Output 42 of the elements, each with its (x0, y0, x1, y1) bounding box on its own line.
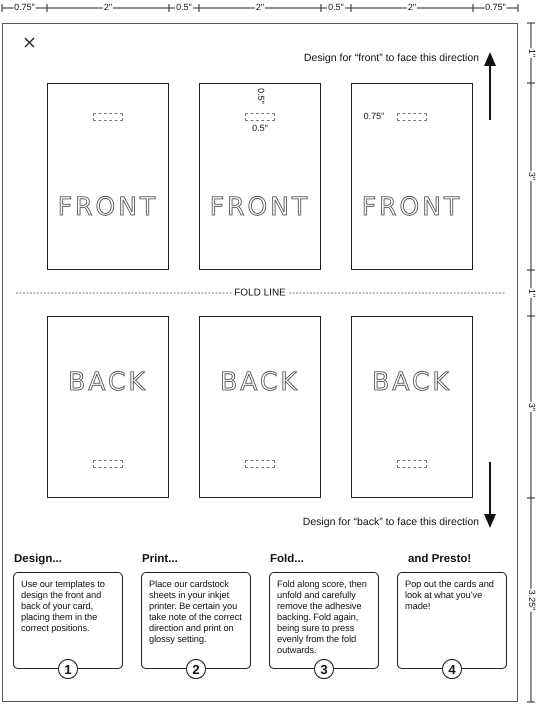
back-card-template (47, 316, 169, 498)
step-text: Place our cardstock sheets in your inkjet printer. Be certain you take note of the correct direction and print on glossy setting. (149, 579, 243, 645)
dimension-label: 0.75" (13, 3, 36, 13)
dimension-label: 3" (526, 170, 536, 182)
card-side-label: FRONT (208, 192, 312, 221)
direction-note: Design for “back” to face this direction (302, 516, 479, 528)
dimension-label: 2" (406, 3, 418, 13)
dimension-label: 1" (526, 288, 536, 298)
fold-line-label: FOLD LINE (233, 288, 287, 298)
dimension-label: 0.5" (255, 87, 265, 105)
card-side-label: BACK (67, 367, 149, 396)
step-text: Use our templates to design the front and back of your card, placing them in the correct positions. (21, 579, 106, 634)
dimension-label: 0.5" (175, 3, 193, 13)
dimension-label: 0.5" (251, 124, 269, 134)
dimension-label: 1" (526, 48, 536, 58)
dimension-label: 3.25" (526, 588, 536, 612)
front-card-template (351, 83, 473, 270)
dimension-label: 3" (526, 402, 536, 412)
step-heading: Print... (142, 553, 178, 565)
front-card-template (47, 83, 169, 270)
step-number: 3 (314, 659, 334, 679)
step-heading: Fold... (270, 553, 304, 565)
step-heading: Design... (14, 553, 62, 565)
dimension-label: 2" (254, 3, 266, 13)
dimension-label: 0.5" (327, 3, 345, 13)
step-text: Pop out the cards and look at what you’ve made! (405, 579, 495, 612)
step-number: 1 (58, 659, 78, 679)
card-side-label: FRONT (360, 192, 464, 221)
card-side-label: FRONT (56, 192, 160, 221)
dimension-label: 0.75" (362, 112, 386, 122)
card-side-label: BACK (219, 367, 301, 396)
dimension-label: 2" (102, 3, 114, 13)
step-number: 4 (442, 659, 462, 679)
front-card-template (199, 83, 321, 270)
step-number: 2 (186, 659, 206, 679)
step-text: Fold along score, then unfold and carefully remove the adhesive backing. Fold again, being sure to press evenly from the fold outwards. (277, 579, 368, 656)
back-card-template (199, 316, 321, 498)
card-side-label: BACK (371, 367, 453, 396)
direction-note: Design for “front” to face this direction (304, 52, 479, 64)
step-heading: and Presto! (408, 553, 472, 565)
back-card-template (351, 316, 473, 498)
dimension-label: 0.75" (484, 3, 507, 13)
